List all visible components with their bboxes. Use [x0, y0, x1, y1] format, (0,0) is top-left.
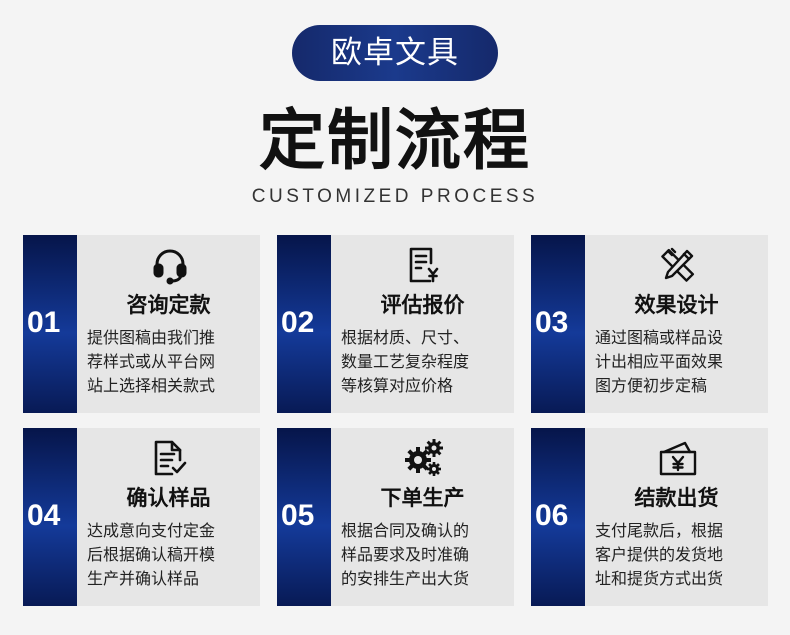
step-description: 根据材质、尺寸、 数量工艺复杂程度 等核算对应价格 — [341, 326, 511, 398]
step-description-line: 后根据确认稿开模 — [87, 545, 216, 564]
step-number-band — [531, 428, 585, 606]
document-check-icon — [150, 438, 190, 478]
step-number-band — [277, 235, 331, 413]
step-title: 评估报价 — [380, 293, 465, 317]
page-title: 定制流程 — [259, 102, 531, 179]
headset-icon — [150, 245, 190, 285]
step-card-02: 02 评估报价 根据材质、尺寸、 数量工艺复杂程度 等核算对应价格 — [277, 235, 514, 413]
step-title: 结款出货 — [634, 486, 719, 510]
step-number: 06 — [535, 499, 569, 532]
step-description-line: 址和提货方式出货 — [595, 569, 724, 588]
step-description-line: 等核算对应价格 — [341, 376, 454, 395]
step-description-line: 图方便初步定稿 — [595, 376, 708, 395]
step-description-line: 根据材质、尺寸、 — [341, 328, 470, 347]
step-description: 通过图稿或样品设 计出相应平面效果 图方便初步定稿 — [595, 326, 765, 398]
step-description-line: 生产并确认样品 — [87, 569, 200, 588]
step-number: 03 — [535, 306, 569, 339]
price-list-icon — [404, 245, 444, 285]
step-description-line: 样品要求及时准确 — [341, 545, 470, 564]
step-number-band — [23, 428, 77, 606]
step-number: 01 — [27, 306, 61, 339]
step-card-05: 05 — [277, 428, 514, 606]
step-description-line: 支付尾款后，根据 — [595, 521, 724, 540]
step-description-line: 的安排生产出大货 — [341, 569, 470, 588]
ruler-pencil-icon — [658, 245, 698, 285]
step-card-04: 04 确认样品 达成意向支付定金 后根据确认稿开模 生产并确认样品 — [23, 428, 260, 606]
step-number: 04 — [27, 499, 61, 532]
step-title: 下单生产 — [380, 486, 465, 510]
step-description-line: 根据合同及确认的 — [341, 521, 470, 540]
step-title: 效果设计 — [634, 293, 719, 317]
step-number-band — [531, 235, 585, 413]
step-number: 02 — [281, 306, 315, 339]
step-description: 达成意向支付定金 后根据确认稿开模 生产并确认样品 — [87, 519, 257, 591]
step-number-band — [23, 235, 77, 413]
step-card-06: 06 结款出货 支付尾款后，根据 客户提供的发货地 址和提货方式出货 — [531, 428, 768, 606]
payment-icon — [658, 438, 698, 478]
step-description: 支付尾款后，根据 客户提供的发货地 址和提货方式出货 — [595, 519, 765, 591]
step-description-line: 荐样式或从平台网 — [87, 352, 216, 371]
step-description-line: 计出相应平面效果 — [595, 352, 724, 371]
step-description-line: 客户提供的发货地 — [595, 545, 724, 564]
step-description-line: 站上选择相关款式 — [87, 376, 216, 395]
gears-icon — [404, 438, 444, 478]
step-number: 05 — [281, 499, 315, 532]
step-description-line: 达成意向支付定金 — [87, 521, 216, 540]
step-number-band — [277, 428, 331, 606]
step-title: 确认样品 — [126, 486, 211, 510]
step-description-line: 数量工艺复杂程度 — [341, 352, 470, 371]
step-card-03: 03 效果设计 通过图稿或样品设 计出相应平面效果 图方便初步定稿 — [531, 235, 768, 413]
page-subtitle: CUSTOMIZED PROCESS — [251, 186, 539, 207]
step-description: 根据合同及确认的 样品要求及时准确 的安排生产出大货 — [341, 519, 511, 591]
step-description-line: 提供图稿由我们推 — [87, 328, 216, 347]
step-card-01: 01 咨询定款 提供图稿由我们推 荐样式或从平台网 站上选择相关款式 — [23, 235, 260, 413]
brand-badge: 欧卓文具 — [292, 25, 498, 81]
step-description-line: 通过图稿或样品设 — [595, 328, 724, 347]
step-title: 咨询定款 — [126, 293, 211, 317]
step-description: 提供图稿由我们推 荐样式或从平台网 站上选择相关款式 — [87, 326, 257, 398]
